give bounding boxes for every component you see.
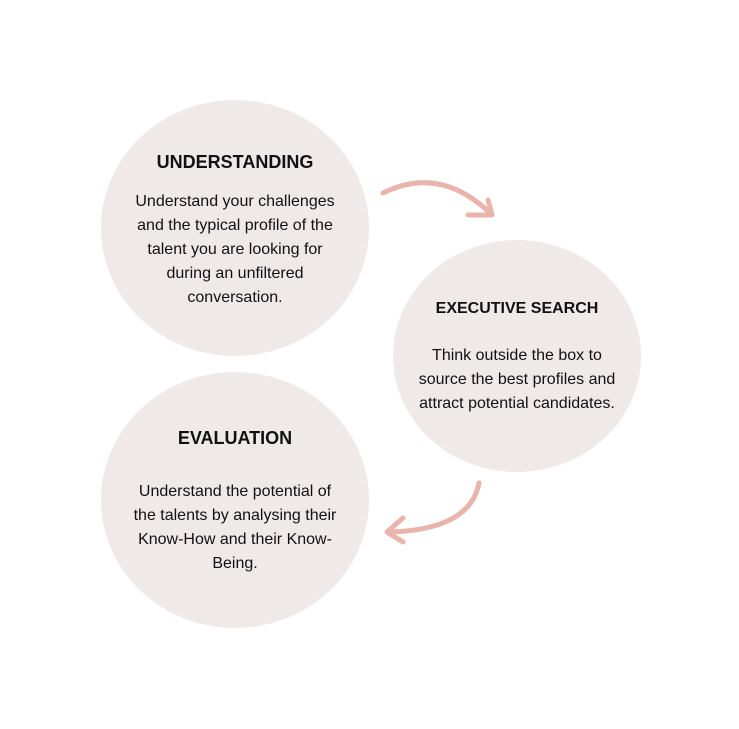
step-executive-search: EXECUTIVE SEARCH Think outside the box t… — [393, 240, 641, 472]
step-text: Think outside the box to source the best… — [418, 347, 616, 412]
step-text: Understand your challenges and the typic… — [135, 193, 335, 306]
step-title: UNDERSTANDING — [156, 152, 314, 172]
step-text: Understand the potential of the talents … — [133, 483, 337, 572]
step-title: EVALUATION — [177, 428, 293, 448]
step-evaluation: EVALUATION Understand the potential of t… — [101, 372, 369, 628]
step-title: EXECUTIVE SEARCH — [435, 300, 599, 317]
arrow-left-icon — [384, 480, 482, 545]
step-understanding: UNDERSTANDING Understand your challenges… — [101, 100, 369, 356]
arrow-right-icon — [380, 180, 495, 218]
